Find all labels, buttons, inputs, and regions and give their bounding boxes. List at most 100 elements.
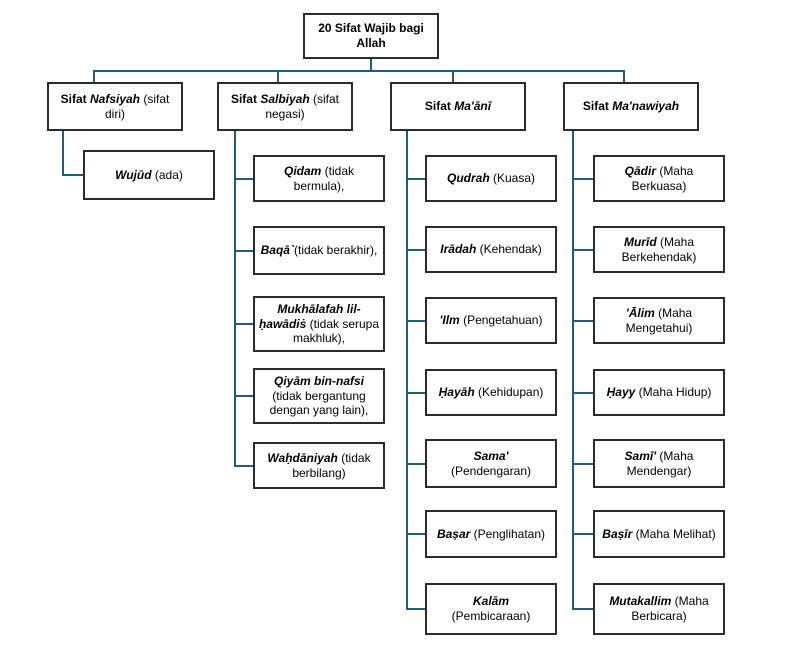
node-term: Qudrah: [446, 171, 490, 186]
node-wahdaniyah: Waḥdāniyah (tidak berbilang): [253, 442, 385, 489]
node-label: Waḥdāniyah (tidak berbilang): [258, 451, 380, 480]
node-murid: Murīd (Maha Berkehendak): [593, 226, 725, 273]
node-label: Irādah (Kehendak): [430, 242, 552, 257]
node-label: Qudrah (Kuasa): [430, 171, 552, 186]
node-ilm: 'Ilm (Pengetahuan): [425, 297, 557, 344]
node-term: Qiyām bin-nafsi: [273, 374, 365, 389]
node-gloss: (Kehendak): [476, 242, 542, 257]
node-term: Mukhālafah lil-ḥawādiṡ: [258, 302, 361, 331]
node-label: 'Ālim (Maha Mengetahui): [598, 306, 720, 335]
node-label: Baṣar (Penglihatan): [430, 527, 552, 542]
node-alim: 'Ālim (Maha Mengetahui): [593, 297, 725, 344]
node-hayah: Ḥayāh (Kehidupan): [425, 369, 557, 416]
node-baqa: Baqā`(tidak berakhir),: [253, 226, 385, 275]
node-mukhalafah-lil-hawadis: Mukhālafah lil-ḥawādiṡ (tidak serupa mak…: [253, 296, 385, 352]
node-label: Baqā`(tidak berakhir),: [258, 243, 380, 258]
connector-line: [234, 465, 257, 467]
connector-line: [234, 130, 236, 467]
root-title: 20 Sifat Wajib bagi Allah: [318, 21, 424, 50]
node-term: Irādah: [440, 242, 477, 257]
node-qiyam-bin-nafsi: Qiyām bin-nafsi (tidak bergantung dengan…: [253, 368, 385, 424]
node-label: Kalām(Pembicaraan): [430, 594, 552, 623]
connector-line: [406, 463, 429, 465]
node-term: Ḥayāh: [438, 385, 475, 400]
node-gloss: (Maha Melihat): [632, 526, 716, 541]
connector-line: [406, 608, 429, 610]
node-term: Waḥdāniyah: [267, 450, 338, 465]
branch-header-label: Sifat Ma'nawiyah: [582, 99, 680, 114]
node-gloss: (Pendengaran): [450, 463, 532, 478]
node-gloss: (tidak serupa makhluk),: [292, 316, 380, 346]
connector-line: [234, 178, 257, 180]
node-gloss: (Maha Berkuasa): [631, 163, 694, 193]
node-label: Sama'(Pendengaran): [430, 449, 552, 478]
connector-line: [277, 70, 279, 84]
node-sama: Sama'(Pendengaran): [425, 439, 557, 488]
node-term: Baṣar: [436, 526, 471, 541]
node-sami: Samī' (Maha Mendengar): [593, 439, 725, 488]
node-label: Wujūd (ada): [88, 168, 210, 183]
node-term: Sama': [473, 448, 509, 463]
connector-line: [623, 70, 625, 84]
node-hayy: Ḥayy (Maha Hidup): [593, 369, 725, 416]
node-term: Ḥayy: [606, 385, 636, 400]
branch-header-label: Sifat Salbiyah (sifat negasi): [230, 91, 340, 121]
node-gloss: (tidak bermula),: [293, 163, 355, 193]
node-label: Mutakallim (Maha Berbicara): [598, 594, 720, 623]
connector-line: [234, 323, 257, 325]
branch-header-salbiyah: Sifat Salbiyah (sifat negasi): [217, 82, 353, 131]
node-label: Baṣīr (Maha Melihat): [598, 527, 720, 542]
connector-line: [572, 608, 597, 610]
node-term: Baqā`: [260, 243, 294, 258]
node-gloss: (Maha Hidup): [635, 385, 712, 400]
connector-line: [572, 533, 597, 535]
node-term: Qidam: [283, 163, 322, 178]
connector-line: [93, 70, 625, 72]
connector-line: [406, 178, 429, 180]
node-gloss: (Pembicaraan): [451, 609, 531, 623]
connector-line: [406, 249, 429, 251]
connector-line: [62, 130, 64, 176]
node-term: Murīd: [623, 234, 657, 249]
node-gloss: (Kuasa): [489, 171, 536, 186]
connector-line: [406, 533, 429, 535]
node-wujud: Wujūd (ada): [83, 150, 215, 200]
connector-line: [406, 392, 429, 394]
node-gloss: (tidak berakhir),: [293, 243, 378, 258]
connector-line: [370, 58, 372, 72]
branch-header-label: Sifat Nafsiyah (sifat diri): [60, 91, 170, 121]
connector-line: [234, 250, 257, 252]
connector-line: [62, 174, 87, 176]
branch-header-maani: Sifat Ma'ānī: [390, 82, 526, 131]
node-label: Ḥayāh (Kehidupan): [430, 385, 552, 400]
node-label: Qādir (Maha Berkuasa): [598, 164, 720, 193]
connector-line: [572, 392, 597, 394]
node-kalam: Kalām(Pembicaraan): [425, 583, 557, 635]
connector-line: [572, 463, 597, 465]
node-label: Mukhālafah lil-ḥawādiṡ (tidak serupa mak…: [258, 302, 380, 346]
node-mutakallim: Mutakallim (Maha Berbicara): [593, 583, 725, 635]
node-gloss: (tidak berbilang): [292, 450, 371, 480]
node-gloss: (tidak bergantung dengan yang lain),: [269, 388, 369, 418]
node-gloss: (Pengetahuan): [459, 313, 543, 328]
node-label: Murīd (Maha Berkehendak): [598, 235, 720, 264]
node-label: Qidam (tidak bermula),: [258, 164, 380, 193]
node-term: Mutakallim: [609, 594, 672, 609]
node-gloss: (Maha Mendengar): [626, 448, 694, 478]
node-iradah: Irādah (Kehendak): [425, 226, 557, 273]
node-term: Samī': [624, 448, 657, 463]
node-gloss: (Maha Berkehendak): [621, 234, 697, 264]
node-label: 'Ilm (Pengetahuan): [430, 313, 552, 328]
connector-line: [572, 178, 597, 180]
connector-line: [572, 249, 597, 251]
node-qadir: Qādir (Maha Berkuasa): [593, 155, 725, 202]
node-qudrah: Qudrah (Kuasa): [425, 155, 557, 202]
node-label: Qiyām bin-nafsi (tidak bergantung dengan…: [258, 374, 380, 418]
node-gloss: (Penglihatan): [470, 526, 546, 541]
connector-line: [93, 70, 95, 84]
branch-header-manawiyah: Sifat Ma'nawiyah: [563, 82, 699, 131]
node-term: Baṣīr: [602, 526, 633, 541]
node-gloss: (ada): [151, 167, 183, 182]
connector-line: [452, 70, 454, 84]
